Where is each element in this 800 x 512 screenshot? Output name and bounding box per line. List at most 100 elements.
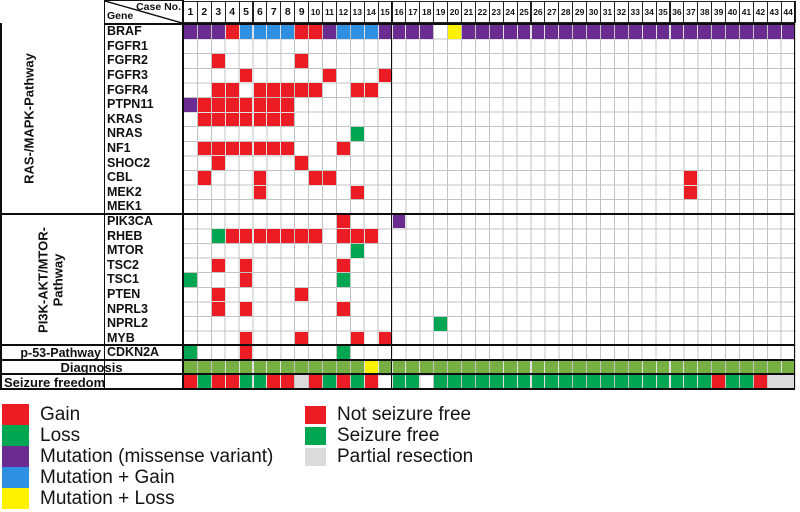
matrix-cell [267,141,281,156]
seizure-cell [726,375,739,389]
diagnosis-cell [309,360,322,375]
diagnosis-cell [267,360,281,375]
diagnosis-cell [767,360,781,375]
matrix-cell [239,302,253,316]
gene-label: KRAS [104,111,183,128]
diagnosis-cell [614,360,628,375]
seizure-cell [559,375,573,389]
matrix-cell [211,98,225,112]
matrix-cell [239,112,253,127]
matrix-cell [336,141,350,156]
case-header-cell: 36 [669,1,685,23]
matrix-cell [211,83,225,97]
diagnosis-cell [448,360,461,375]
seizure-cell [239,375,253,389]
seizure-cell [281,375,295,389]
matrix-cell [350,331,364,346]
case-header-cell: 32 [613,1,629,23]
matrix-cell [767,25,781,39]
seizure-cell [350,375,364,389]
matrix-cell [309,83,322,97]
diagnosis-cell [225,360,239,375]
seizure-cell [406,375,420,389]
diagnosis-cell [684,360,698,375]
matrix-cell [753,25,767,39]
matrix-cell [281,112,295,127]
matrix-cell [225,83,239,97]
seizure-cell [545,375,559,389]
seizure-cell [448,375,461,389]
matrix-cell [517,25,531,39]
gene-label: PIK3CA [104,213,183,230]
matrix-cell [239,229,253,243]
matrix-cell [239,98,253,112]
diagnosis-cell [642,360,656,375]
case-header-cell: 1 [183,1,198,23]
seizure-cell [781,375,795,389]
legend-label: Not seizure free [337,404,472,425]
gene-label: RHEB [104,228,183,244]
case-header-cell: 4 [224,1,240,23]
matrix-cell [281,141,295,156]
matrix-cell [239,258,253,273]
matrix-cell [197,25,211,39]
diagnosis-cell [253,360,267,375]
gene-label: NPRL3 [104,301,183,317]
matrix-cell [323,171,336,185]
matrix-cell [670,25,684,39]
legend-label: Mutation + Gain [40,467,175,488]
matrix-cell [350,83,364,97]
gene-label: NF1 [104,140,183,157]
section-border [182,0,184,389]
section-border [104,23,795,25]
seizure-cell [712,375,726,389]
seizure-cell [462,375,475,389]
matrix-cell [712,25,726,39]
matrix-cell [239,68,253,83]
seizure-cell [309,375,322,389]
matrix-cell [211,229,225,243]
matrix-cell [197,141,211,156]
matrix-cell [184,25,197,39]
matrix-cell [614,25,628,39]
diagnosis-cell [601,360,614,375]
matrix-cell [350,25,364,39]
case-header-cell: 3 [210,1,226,23]
matrix-cell [239,25,253,39]
matrix-cell [545,25,559,39]
gene-label: CBL [104,170,183,186]
case-header-cell: 20 [447,1,462,23]
diagnosis-cell [503,360,517,375]
section-border [0,358,795,361]
matrix-cell [295,54,309,68]
section-border [0,344,795,346]
matrix-grid [183,24,796,389]
matrix-cell [559,25,573,39]
pathway-label: PI3K-AKT/MTOR- Pathway [36,226,67,333]
diagnosis-cell [211,360,225,375]
case-header-cell: 23 [488,1,504,23]
case-header-cell: 38 [697,1,713,23]
case-header-cell: 24 [502,1,518,23]
matrix-cell [253,185,267,200]
legend-item-gain: Gain [2,404,273,425]
case-header-cell: 42 [752,1,768,23]
legend-item-seizure-free: Seizure free [305,425,473,446]
matrix-cell [295,156,309,170]
matrix-cell [392,25,406,39]
pathway-label: p-53-Pathway [0,345,104,361]
gene-label: NRAS [104,126,183,142]
matrix-cell [406,25,420,39]
matrix-cell [211,156,225,170]
matrix-cell [350,244,364,258]
matrix-cell [211,54,225,68]
legend-item-mutation-gain: Mutation + Gain [2,467,273,488]
case-header-cell: 12 [335,1,351,23]
matrix-cell [295,25,309,39]
case-header-cell: 41 [739,1,754,23]
case-header-cell: 2 [196,1,212,23]
seizure-cell [656,375,670,389]
case-header-cell: 7 [266,1,282,23]
section-border [0,212,795,215]
case-header-cell: 31 [600,1,615,23]
